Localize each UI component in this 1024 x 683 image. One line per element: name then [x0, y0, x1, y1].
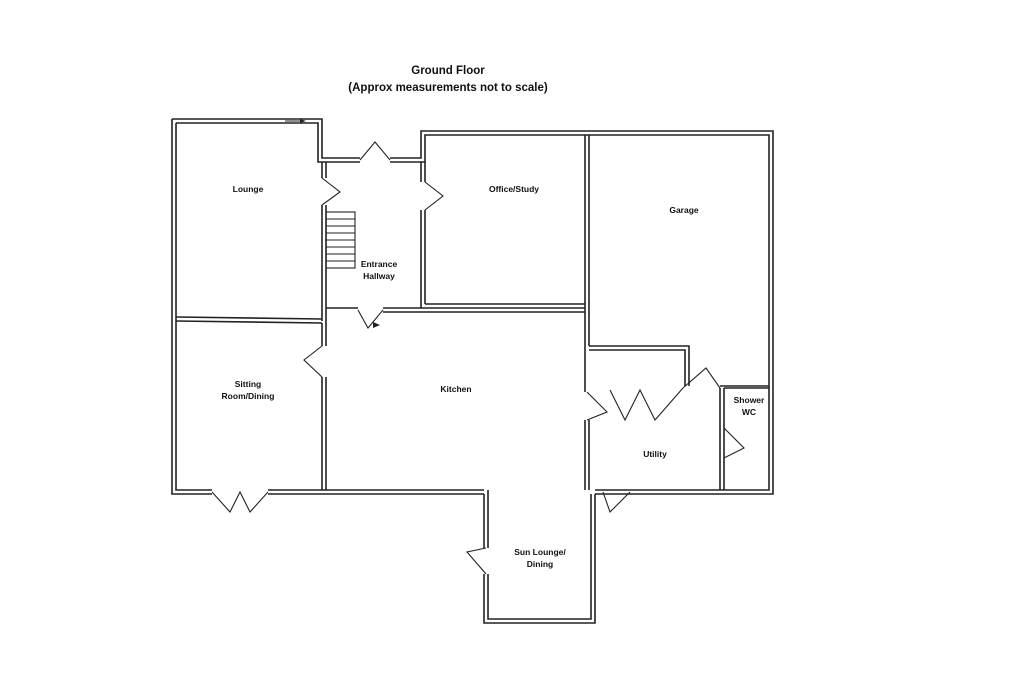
room-label-shower: Shower — [734, 395, 765, 405]
cupboard-door — [609, 387, 684, 422]
floor-subtitle: (Approx measurements not to scale) — [348, 82, 548, 94]
room-label-hallway: Hallway — [363, 271, 395, 281]
sun-lounge-door — [465, 547, 487, 575]
room-label-sitting: Sitting — [235, 379, 261, 389]
arrow-icon — [373, 322, 380, 328]
room-label-sitting-2: Room/Dining — [222, 391, 275, 401]
outer-walls — [171, 118, 774, 624]
garage-door — [682, 367, 721, 389]
room-label-garage: Garage — [669, 205, 699, 215]
staircase — [325, 211, 356, 269]
room-label-kitchen: Kitchen — [440, 384, 471, 394]
front-door — [359, 141, 391, 161]
utility-door — [586, 391, 608, 421]
interior-walls — [175, 135, 769, 490]
office-door — [424, 181, 444, 211]
room-label-sun-dining: Dining — [527, 559, 553, 569]
hall-kitchen-door — [357, 309, 384, 329]
lounge-door — [321, 177, 341, 206]
room-label-wc: WC — [742, 407, 756, 417]
room-label-entrance: Entrance — [361, 259, 398, 269]
arrow-icon — [300, 119, 306, 123]
room-label-sun-lounge: Sun Lounge/ — [514, 547, 566, 557]
floor-title: Ground Floor — [411, 65, 485, 77]
back-door — [602, 491, 631, 514]
doors — [211, 119, 745, 575]
room-label-office: Office/Study — [489, 184, 539, 194]
room-label-utility: Utility — [643, 449, 667, 459]
sitting-door — [303, 345, 323, 378]
shower-door — [723, 427, 745, 459]
room-label-lounge: Lounge — [233, 184, 264, 194]
patio-door — [211, 490, 269, 513]
